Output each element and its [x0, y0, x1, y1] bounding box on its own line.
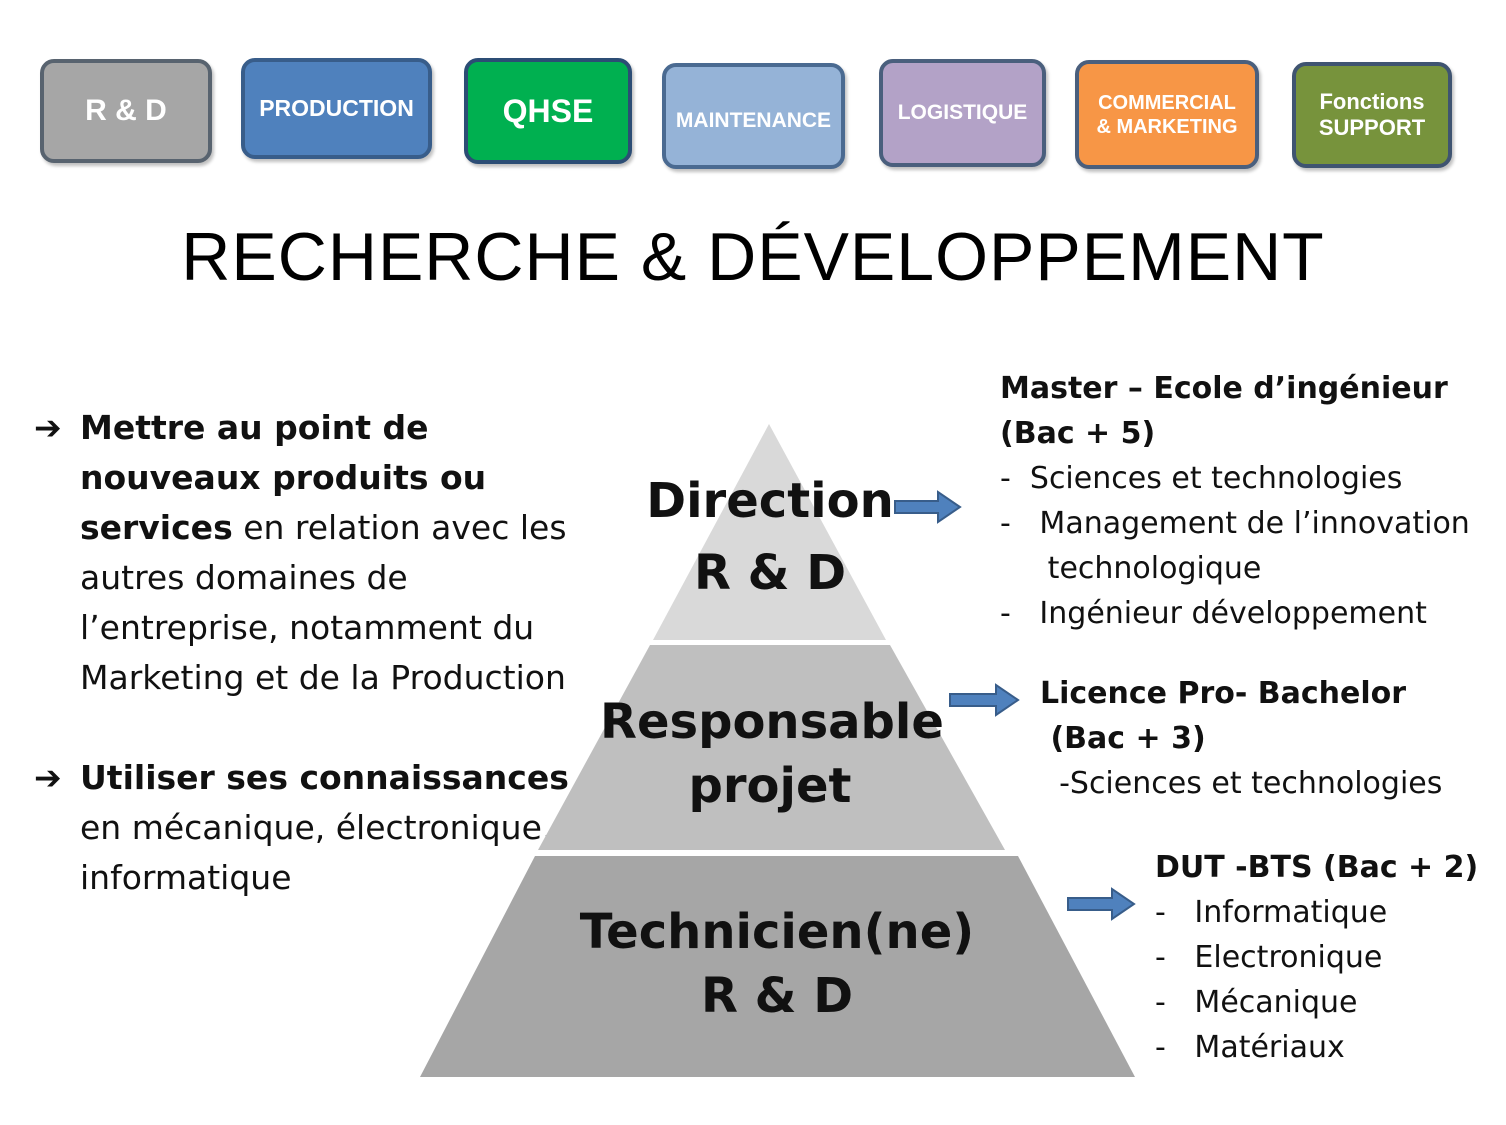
tab-qhse[interactable]: QHSE — [464, 58, 632, 164]
arrow-licence-icon — [949, 683, 1020, 717]
pyramid-label-direction: Direction R & D — [640, 465, 900, 609]
pyramid-label-technicien-line2: R & D — [700, 968, 854, 1024]
tab-logistique[interactable]: LOGISTIQUE — [879, 59, 1046, 167]
page-title: RECHERCHE & DÉVELOPPEMENT — [181, 219, 1325, 295]
tab-rd[interactable]: R & D — [40, 59, 212, 163]
tab-fonctions-support[interactable]: Fonctions SUPPORT — [1292, 62, 1452, 168]
pyramid-label-technicien-line1: Technicien(ne) — [579, 904, 975, 960]
master-item: technologique — [1000, 551, 1262, 586]
tab-production-label: PRODUCTION — [259, 94, 414, 121]
arrow-right-icon: ➔ — [34, 758, 62, 797]
education-licence: Licence Pro- Bachelor (Bac + 3) -Science… — [1040, 671, 1442, 806]
pyramid-label-technicien: Technicien(ne) R & D — [577, 900, 977, 1028]
master-heading: Master – Ecole d’ingénieur — [1000, 371, 1448, 406]
arrow-dut-icon — [1067, 887, 1136, 921]
tab-qhse-label: QHSE — [502, 92, 594, 129]
tab-logistique-label: LOGISTIQUE — [897, 101, 1028, 125]
tab-production[interactable]: PRODUCTION — [241, 58, 432, 159]
arrow-master-icon — [894, 490, 962, 524]
pyramid-label-responsable: Responsable projet — [600, 690, 944, 818]
dut-item: - Matériaux — [1155, 1030, 1345, 1065]
pyramid-label-responsable-line2: projet — [688, 758, 852, 814]
point-2-text: en mécanique, électronique, informatique — [80, 808, 553, 897]
pyramid-level-bottom — [420, 856, 1135, 1077]
licence-level: (Bac + 3) — [1040, 721, 1206, 756]
licence-heading: Licence Pro- Bachelor — [1040, 676, 1407, 711]
point-1-bold: Mettre au point de nouveaux produits ou … — [80, 408, 487, 547]
pyramid-level-middle — [538, 645, 1005, 850]
dut-item: - Informatique — [1155, 895, 1388, 930]
tab-maintenance-label: MAINTENANCE — [675, 109, 832, 133]
description-point-2: ➔ Utiliser ses connaissances en mécaniqu… — [34, 753, 580, 903]
pyramid-label-direction-line2: R & D — [693, 545, 847, 601]
point-1-text: en relation avec les autres domaines de … — [80, 508, 567, 697]
tab-commercial-marketing[interactable]: COMMERCIAL & MARKETING — [1075, 60, 1259, 169]
tab-rd-label: R & D — [85, 94, 167, 127]
pyramid-label-responsable-line1: Responsable — [600, 694, 944, 750]
dut-item: - Electronique — [1155, 940, 1383, 975]
master-item: - Ingénieur développement — [1000, 596, 1427, 631]
arrow-right-icon: ➔ — [34, 408, 62, 447]
tab-maintenance[interactable]: MAINTENANCE — [662, 63, 845, 169]
pyramid-level-top — [653, 424, 886, 640]
master-level: (Bac + 5) — [1000, 416, 1156, 451]
master-item: - Management de l’innovation — [1000, 506, 1470, 541]
description-point-1: ➔ Mettre au point de nouveaux produits o… — [34, 403, 600, 703]
point-2-bold: Utiliser ses connaissances — [80, 758, 569, 797]
education-master: Master – Ecole d’ingénieur (Bac + 5) - S… — [1000, 366, 1470, 636]
tab-commercial-label: COMMERCIAL & MARKETING — [1096, 91, 1238, 138]
dut-item: - Mécanique — [1155, 985, 1358, 1020]
licence-item: -Sciences et technologies — [1040, 766, 1443, 801]
tab-support-label: Fonctions SUPPORT — [1318, 88, 1426, 140]
master-item: - Sciences et technologies — [1000, 461, 1403, 496]
dut-heading: DUT -BTS (Bac + 2) — [1155, 850, 1479, 885]
pyramid-label-direction-line1: Direction — [646, 473, 894, 529]
education-dut: DUT -BTS (Bac + 2) - Informatique - Elec… — [1155, 845, 1478, 1070]
